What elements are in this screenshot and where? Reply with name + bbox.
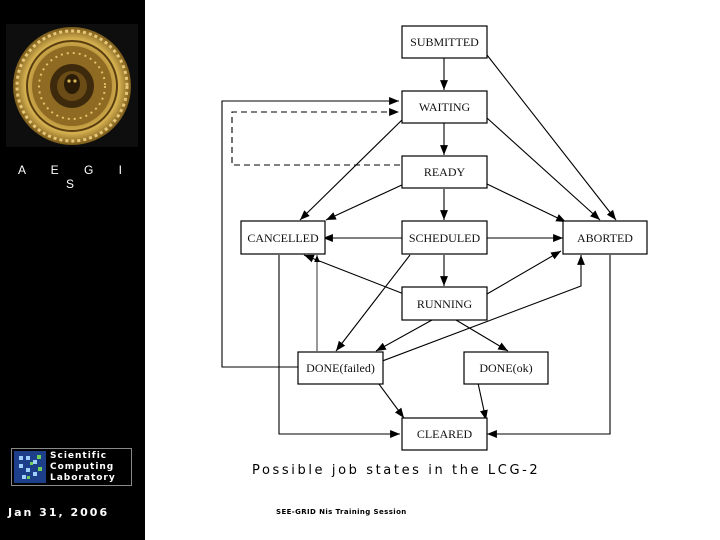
svg-text:DONE(failed): DONE(failed) bbox=[306, 361, 375, 375]
svg-text:DONE(ok): DONE(ok) bbox=[479, 361, 532, 375]
state-cleared: CLEARED bbox=[401, 417, 488, 451]
state-waiting: WAITING bbox=[401, 90, 488, 124]
diagram-caption: Possible job states in the LCG-2 bbox=[252, 463, 541, 478]
scl-dots-icon bbox=[14, 451, 46, 483]
state-aborted: ABORTED bbox=[562, 220, 648, 255]
footer-session: SEE-GRID Nis Training Session bbox=[276, 508, 407, 516]
svg-text:CANCELLED: CANCELLED bbox=[247, 231, 319, 245]
aegis-title: A E G I S bbox=[17, 163, 133, 191]
state-cancelled: CANCELLED bbox=[240, 220, 326, 255]
state-scheduled: SCHEDULED bbox=[401, 220, 488, 255]
scientific-computing-laboratory-logo: Scientific Computing Laboratory bbox=[11, 448, 132, 486]
sidebar: A E G I S Scientific Computing Laborator… bbox=[0, 0, 145, 540]
job-state-diagram: SUBMITTED WAITING READY CANCELLED SCHEDU… bbox=[221, 25, 648, 451]
state-ready: READY bbox=[401, 155, 488, 189]
svg-text:WAITING: WAITING bbox=[419, 100, 471, 114]
svg-text:RUNNING: RUNNING bbox=[417, 297, 473, 311]
svg-text:READY: READY bbox=[424, 165, 466, 179]
svg-text:ABORTED: ABORTED bbox=[577, 231, 633, 245]
svg-text:CLEARED: CLEARED bbox=[417, 427, 473, 441]
state-submitted: SUBMITTED bbox=[401, 25, 488, 59]
svg-text:SUBMITTED: SUBMITTED bbox=[410, 35, 479, 49]
state-done-ok: DONE(ok) bbox=[463, 351, 549, 385]
state-done-failed: DONE(failed) bbox=[297, 351, 384, 385]
svg-text:SCHEDULED: SCHEDULED bbox=[409, 231, 481, 245]
presentation-date: Jan 31, 2006 bbox=[8, 506, 110, 519]
aegis-seal-logo bbox=[6, 24, 138, 147]
state-running: RUNNING bbox=[401, 286, 488, 321]
scl-text: Scientific Computing Laboratory bbox=[50, 451, 116, 483]
